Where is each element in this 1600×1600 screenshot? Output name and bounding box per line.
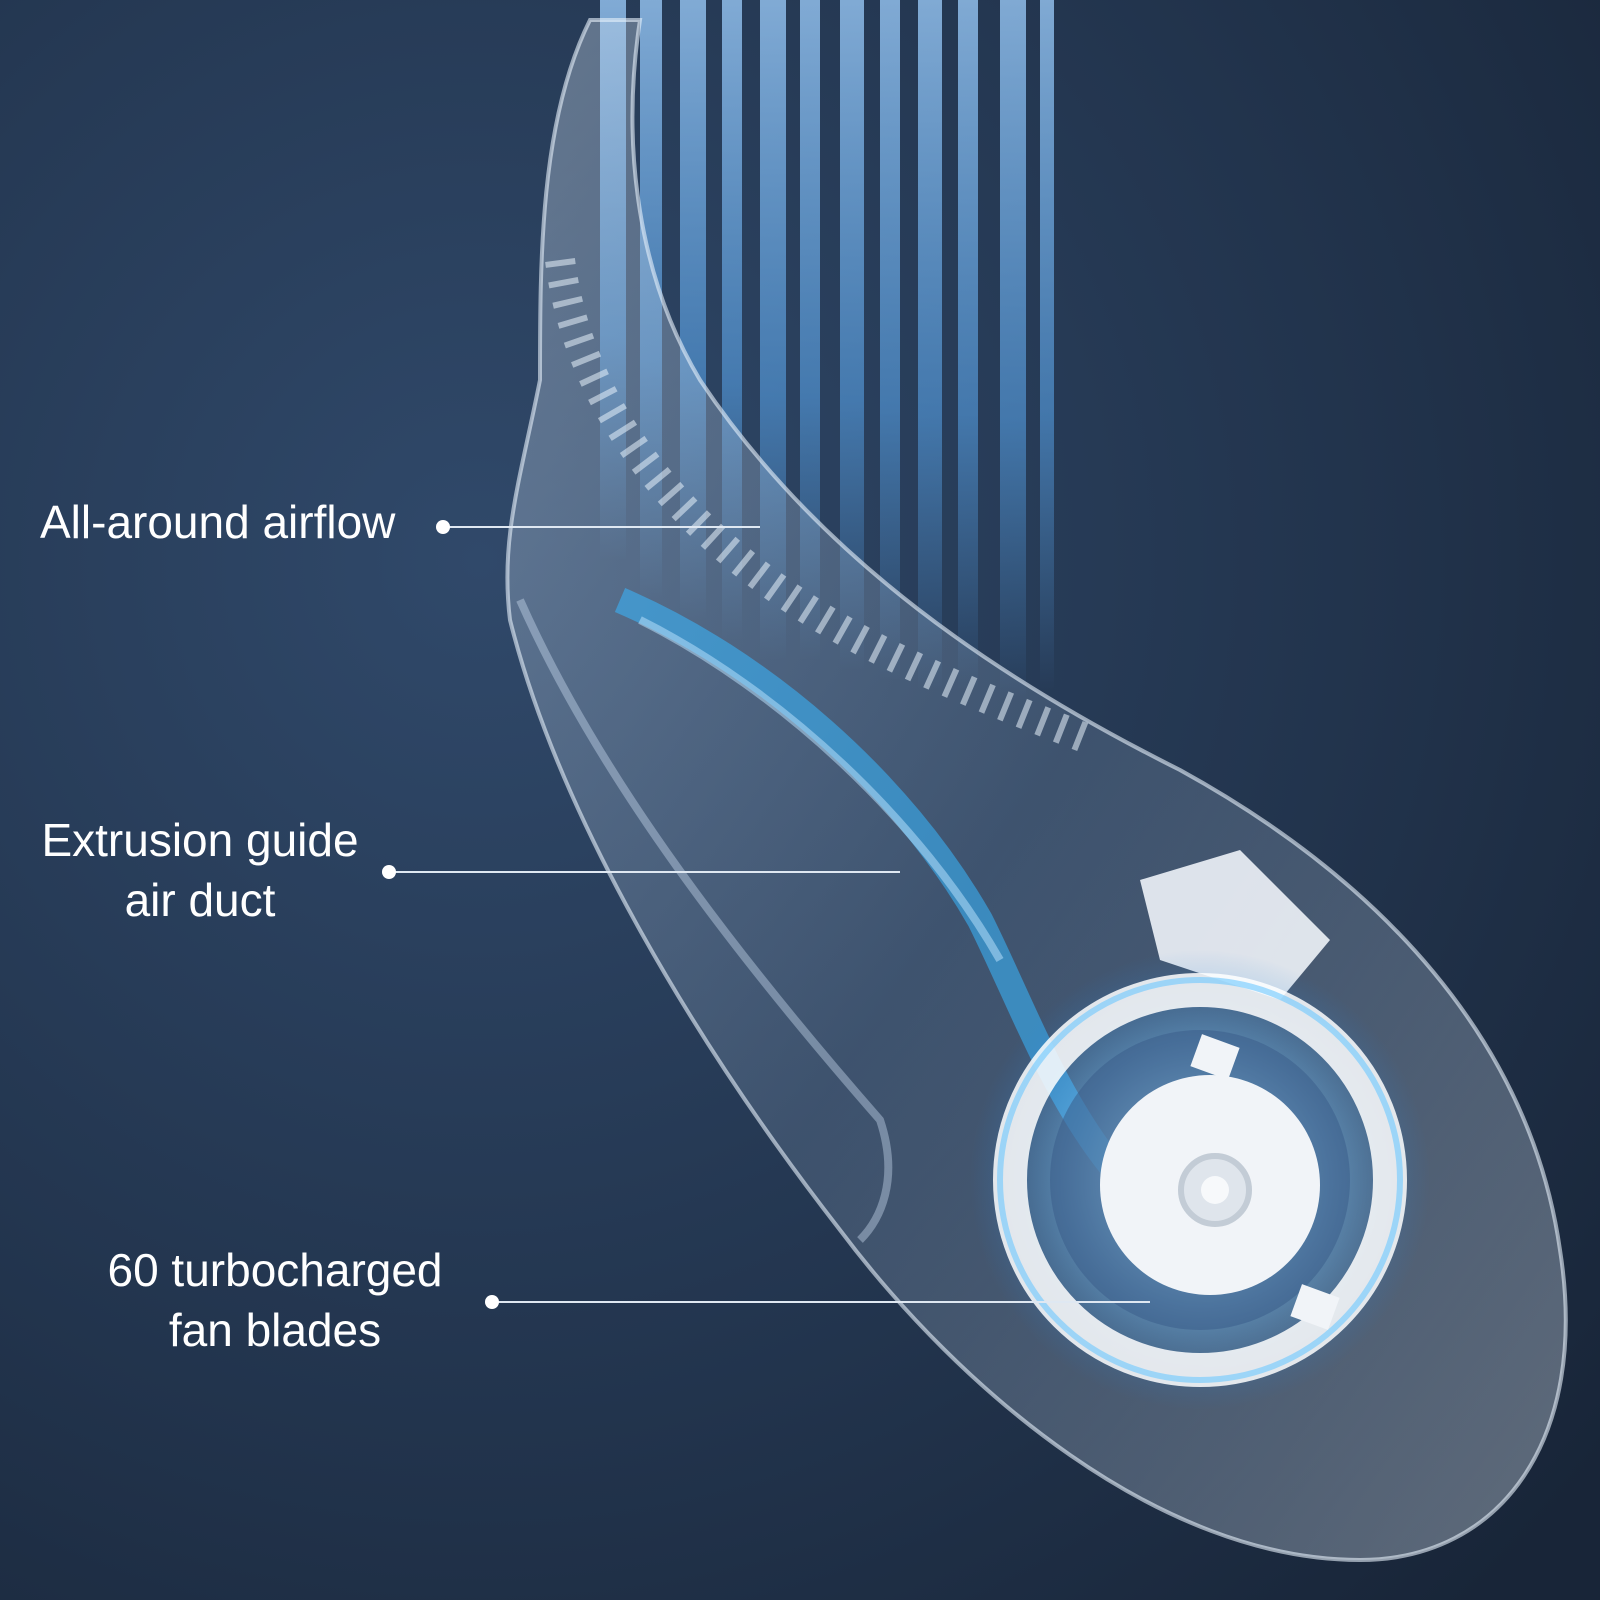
fan-rotor — [970, 950, 1430, 1410]
callout-line: All-around airflow — [40, 496, 396, 548]
callout-dots — [382, 520, 499, 1309]
callout-line: fan blades — [168, 1304, 382, 1356]
callout-leaders — [389, 526, 1150, 1303]
callout-turbocharged-fan-blades: 60 turbocharged fan blades — [90, 1240, 460, 1360]
callout-line: air duct — [124, 874, 276, 926]
callout-extrusion-guide-air-duct: Extrusion guide air duct — [20, 810, 380, 930]
callout-line: 60 turbocharged — [107, 1244, 443, 1296]
callout-line: Extrusion guide — [41, 814, 359, 866]
callout-all-around-airflow: All-around airflow — [40, 492, 395, 552]
